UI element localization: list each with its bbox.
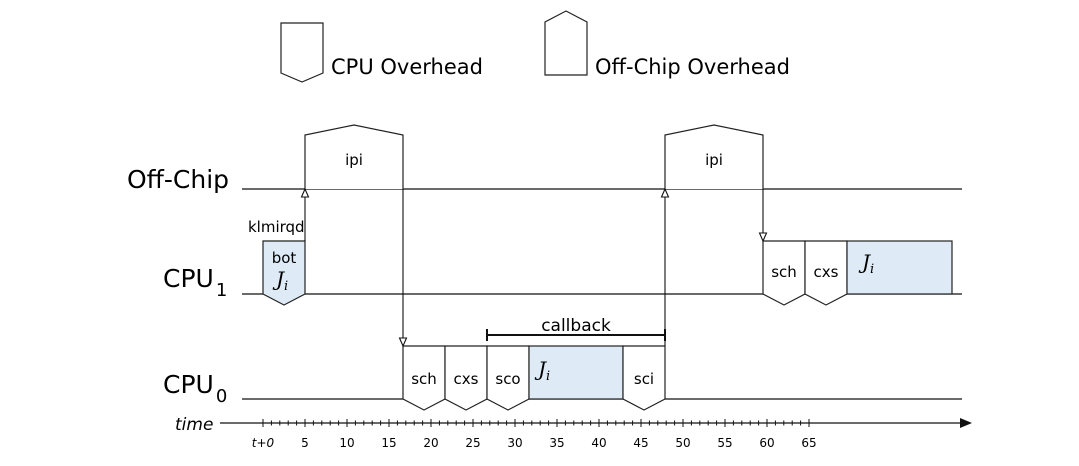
cpu1-cxs-label: cxs [814,263,839,281]
tick-label: 30 [507,436,522,450]
cpu1-bot-job-sub: i [284,279,288,294]
offchip-ipi-block-1 [304,124,404,189]
arrow-sci-to-ipi-head [660,187,670,198]
offchip-row-label: Off-Chip [127,165,229,194]
cpu1-job-sub: i [870,262,874,277]
cpu0-sch-block [402,345,446,411]
cpu0-subscript: 0 [216,386,227,407]
cpu0-job-label: Ji [534,357,550,384]
cpu1-sch-label: sch [771,263,797,281]
offchip-ipi-label-2: ipi [705,151,723,169]
arrow-bot-to-ipi-head [300,187,310,198]
cpu0-sco-block [486,345,530,411]
time-axis-label: time [175,415,213,435]
cpu0-cxs-label: cxs [454,370,479,388]
cpu0-job-block [528,345,624,400]
tick-label: 35 [549,436,564,450]
cpu1-base: CPU [163,264,214,293]
offchip-overhead-legend-shape [544,10,588,76]
callback-label: callback [541,316,611,336]
cpu0-base: CPU [163,370,214,399]
cpu0-job-sub: i [546,369,550,384]
tick-label: 45 [633,436,648,450]
offchip-ipi-label-1: ipi [345,151,363,169]
cpu1-subscript: 1 [216,280,227,301]
cpu-overhead-legend-label: CPU Overhead [331,55,483,79]
tick-label: 10 [339,436,354,450]
cpu0-job-base: J [534,357,547,381]
tick-label: 40 [591,436,606,450]
cpu1-job-block [846,240,953,295]
tick-label: 25 [465,436,480,450]
cpu0-sco-label: sco [495,370,520,388]
cpu1-cxs-block [804,240,848,306]
offchip-ipi-block-2 [664,124,764,189]
cpu0-sci-block [622,345,666,411]
cpu-overhead-legend-shape [280,22,324,83]
cpu1-job-base: J [858,250,871,274]
arrow-ipi-to-cpu0-head [398,337,408,348]
tick-label: 55 [717,436,732,450]
time-axis-ticks [262,419,810,427]
tick-label: 5 [301,436,309,450]
cpu1-bot-block [262,240,306,306]
cpu1-bot-label: bot [272,249,297,267]
cpu1-job-label: Ji [858,250,874,277]
cpu1-sch-block [762,240,806,306]
cpu1-bot-job-label: Ji [272,267,288,294]
tick-label: 60 [759,436,774,450]
cpu0-cxs-block [444,345,488,411]
time-axis-arrowhead [960,418,972,428]
cpu0-sch-label: sch [411,370,437,388]
tick-label: t+0 [252,436,275,450]
tick-label: 15 [381,436,396,450]
offchip-overhead-legend-label: Off-Chip Overhead [595,55,790,79]
tick-label: 50 [675,436,690,450]
klmirqd-label: klmirqd [248,218,305,236]
cpu1-bot-job-base: J [272,267,285,291]
time-axis-tick-labels: t+0 5 10 15 20 25 30 35 40 45 50 55 60 65 [252,436,817,450]
tick-label: 20 [423,436,438,450]
cpu0-sci-label: sci [634,370,654,388]
tick-label: 65 [801,436,816,450]
arrow-ipi-to-cpu1-head [758,232,768,243]
